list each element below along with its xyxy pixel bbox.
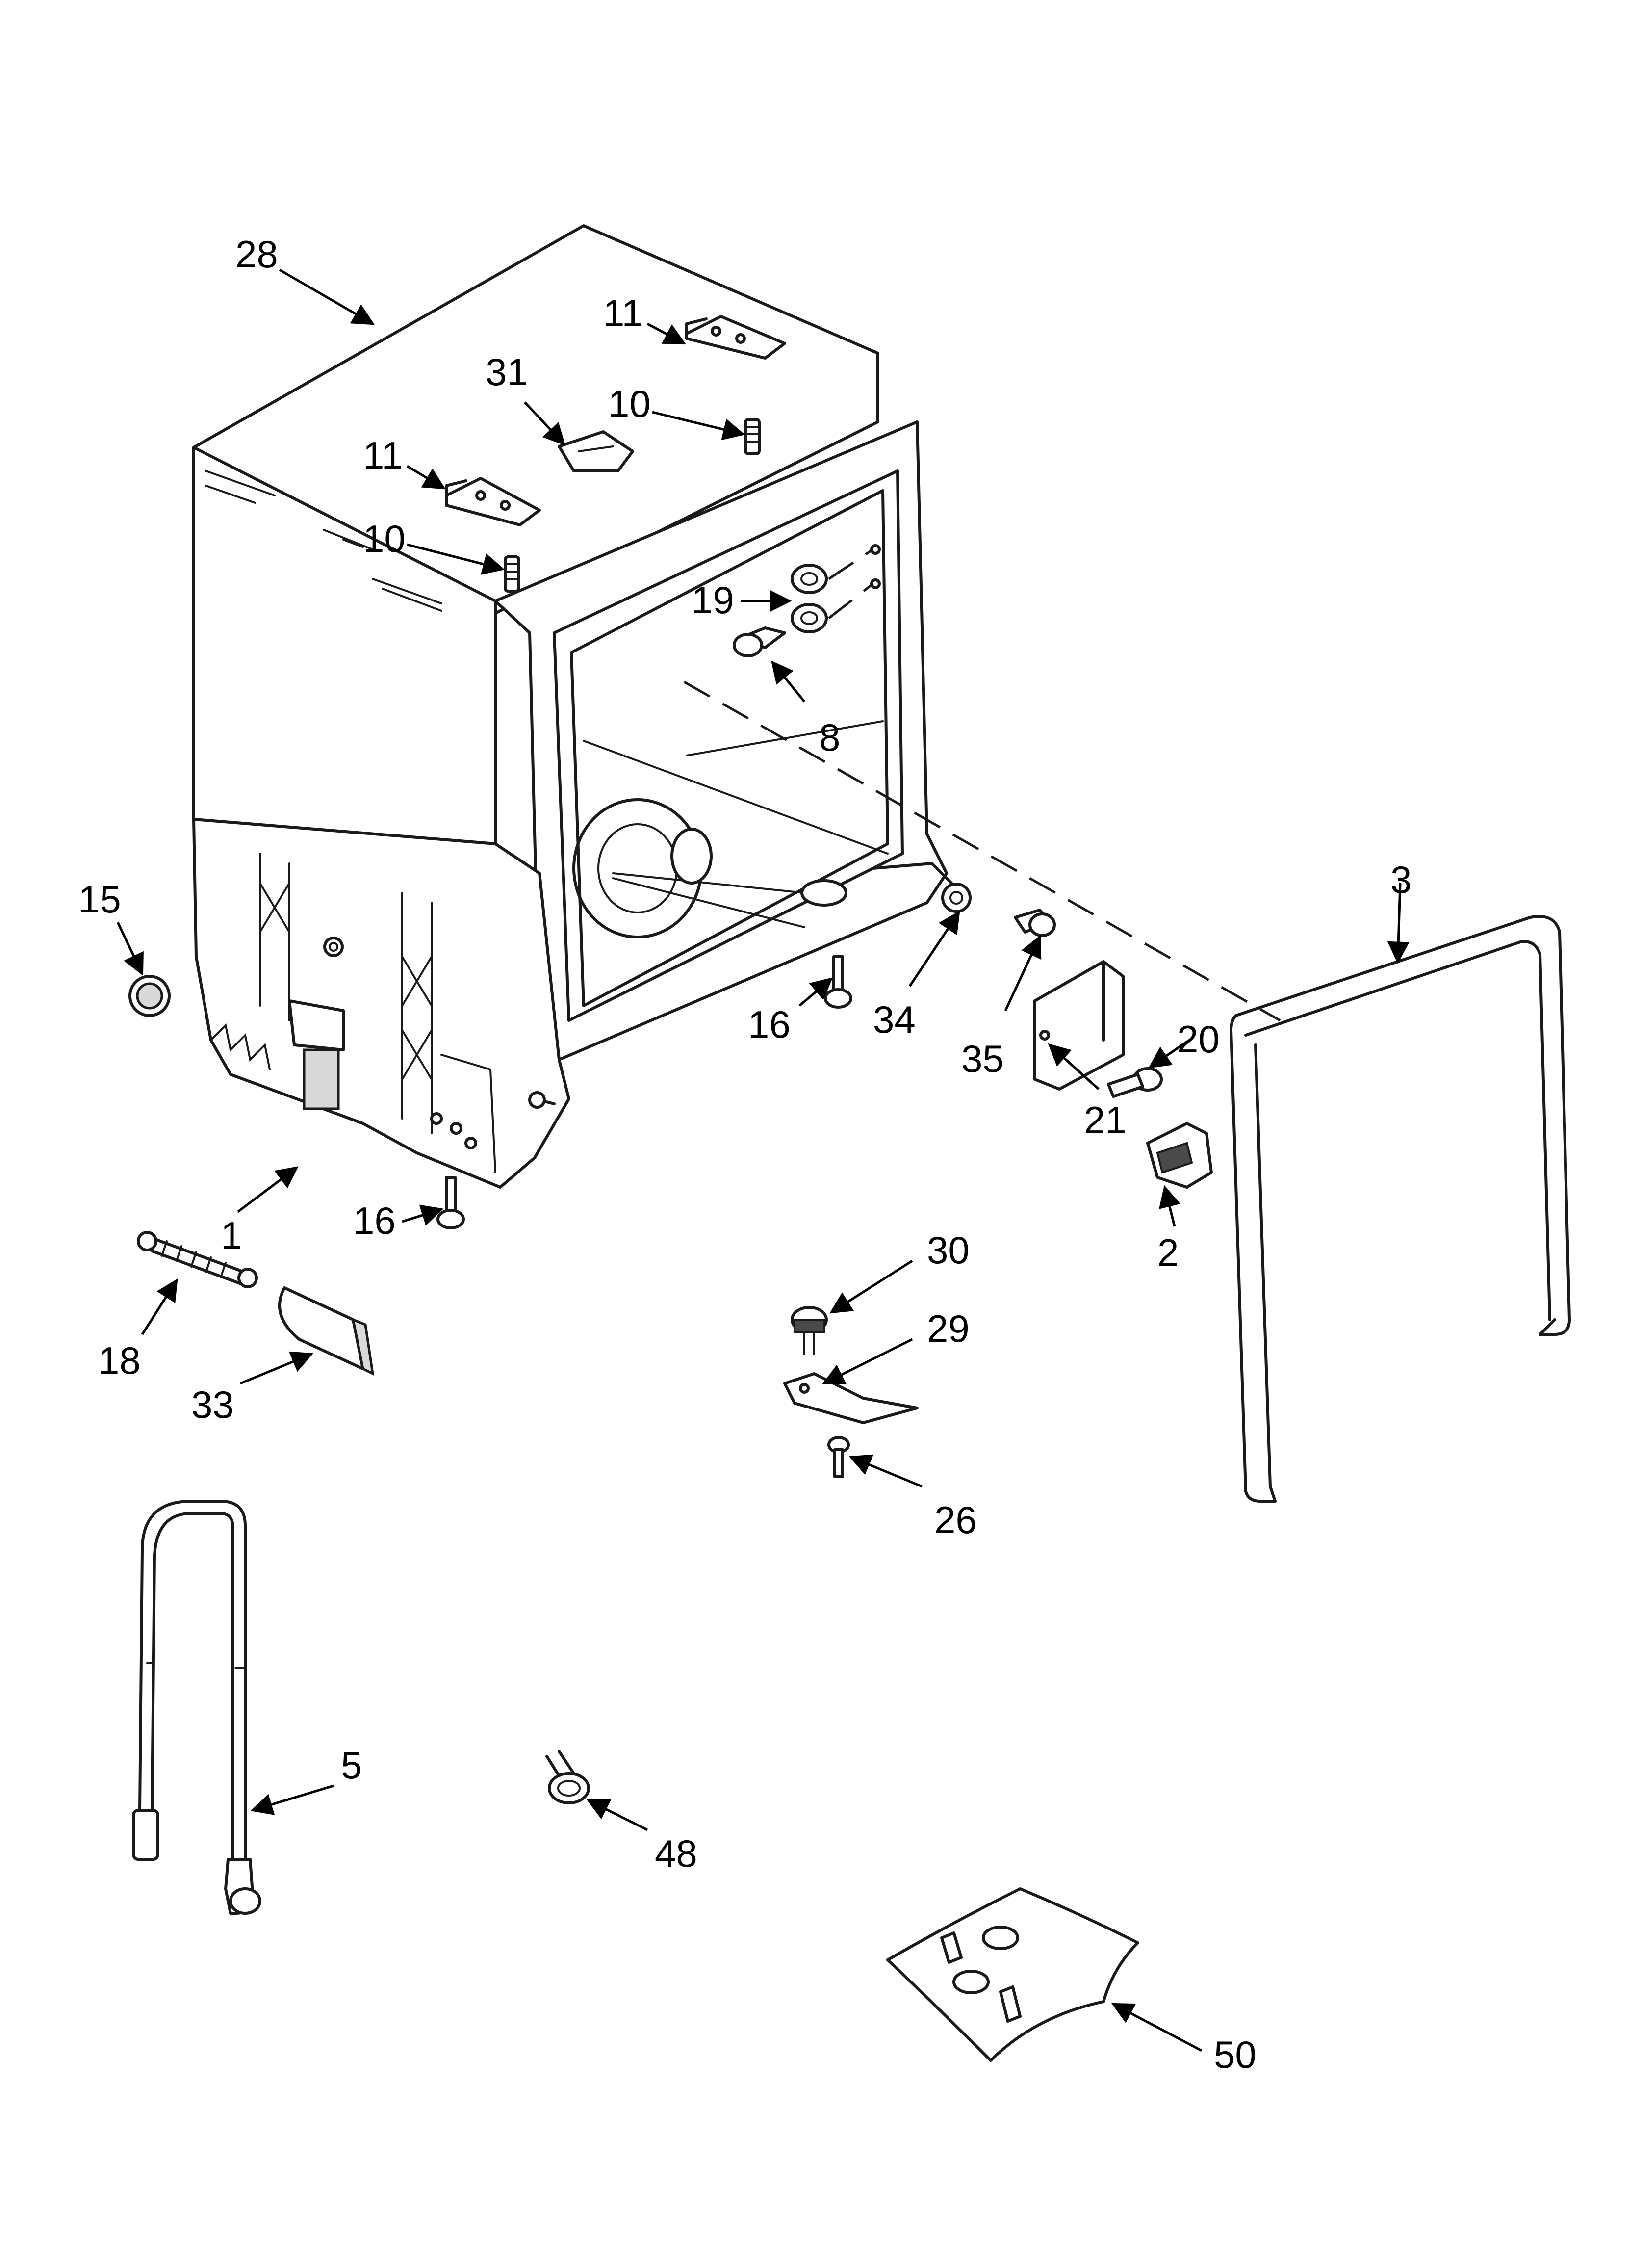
nut-spacer xyxy=(791,544,881,633)
callout-16-front: 16 xyxy=(353,1199,396,1242)
callout-15: 15 xyxy=(78,878,121,921)
callout-16-rear: 16 xyxy=(748,1003,791,1046)
hole-plug xyxy=(128,975,171,1017)
fuse-bracket xyxy=(783,1372,919,1424)
callout-29: 29 xyxy=(927,1307,970,1350)
callout-3: 3 xyxy=(1390,858,1411,901)
lower-hinge-screw xyxy=(504,555,520,593)
dishwasher-tub xyxy=(192,224,953,1189)
hose-clamp xyxy=(545,1750,590,1804)
alignment-line xyxy=(683,680,1281,1022)
callout-19: 19 xyxy=(692,578,734,622)
callout-34: 34 xyxy=(873,998,916,1041)
lower-hinge-bracket xyxy=(445,477,541,526)
callout-5: 5 xyxy=(341,1744,362,1787)
callout-10-upper: 10 xyxy=(608,382,651,425)
door-catch xyxy=(1146,1122,1213,1189)
leader-lines xyxy=(116,268,1410,2052)
door-gasket xyxy=(1230,915,1571,1503)
mounting-clip xyxy=(558,430,634,472)
callout-labels: 28 11 31 10 11 10 19 8 15 3 16 34 20 35 … xyxy=(78,233,1411,2076)
callout-11-lower: 11 xyxy=(363,434,403,477)
leveling-leg-front xyxy=(436,1176,465,1229)
callout-21: 21 xyxy=(1084,1098,1127,1142)
callout-26: 26 xyxy=(934,1498,977,1541)
callout-31: 31 xyxy=(486,350,528,393)
callout-8: 8 xyxy=(819,716,840,759)
callout-35: 35 xyxy=(961,1037,1004,1080)
upper-hinge-screw xyxy=(744,418,761,455)
callout-20: 20 xyxy=(1177,1017,1220,1061)
lock-washer xyxy=(941,883,972,913)
callout-2: 2 xyxy=(1157,1231,1179,1274)
insulation-pad xyxy=(278,1286,375,1376)
bracket-screw xyxy=(1014,909,1056,937)
callout-18: 18 xyxy=(98,1339,141,1382)
callout-50: 50 xyxy=(1214,2033,1257,2076)
callout-30: 30 xyxy=(927,1228,970,1272)
strike-screw xyxy=(1107,1067,1163,1098)
upper-hinge-bracket xyxy=(685,315,786,360)
callout-11-upper: 11 xyxy=(603,291,643,335)
bracket-mount-screw xyxy=(827,1436,850,1478)
tub-base xyxy=(192,818,570,1189)
parts-bag xyxy=(886,1887,1139,2062)
callout-10-lower: 10 xyxy=(363,517,406,560)
callout-33: 33 xyxy=(191,1383,234,1426)
callout-1: 1 xyxy=(221,1214,242,1257)
drain-hose xyxy=(132,1500,261,1915)
thermal-fuse xyxy=(791,1306,828,1355)
callout-48: 48 xyxy=(655,1832,697,1875)
mounting-screw xyxy=(733,626,786,657)
callout-28: 28 xyxy=(235,233,278,276)
door-spring xyxy=(137,1231,258,1288)
